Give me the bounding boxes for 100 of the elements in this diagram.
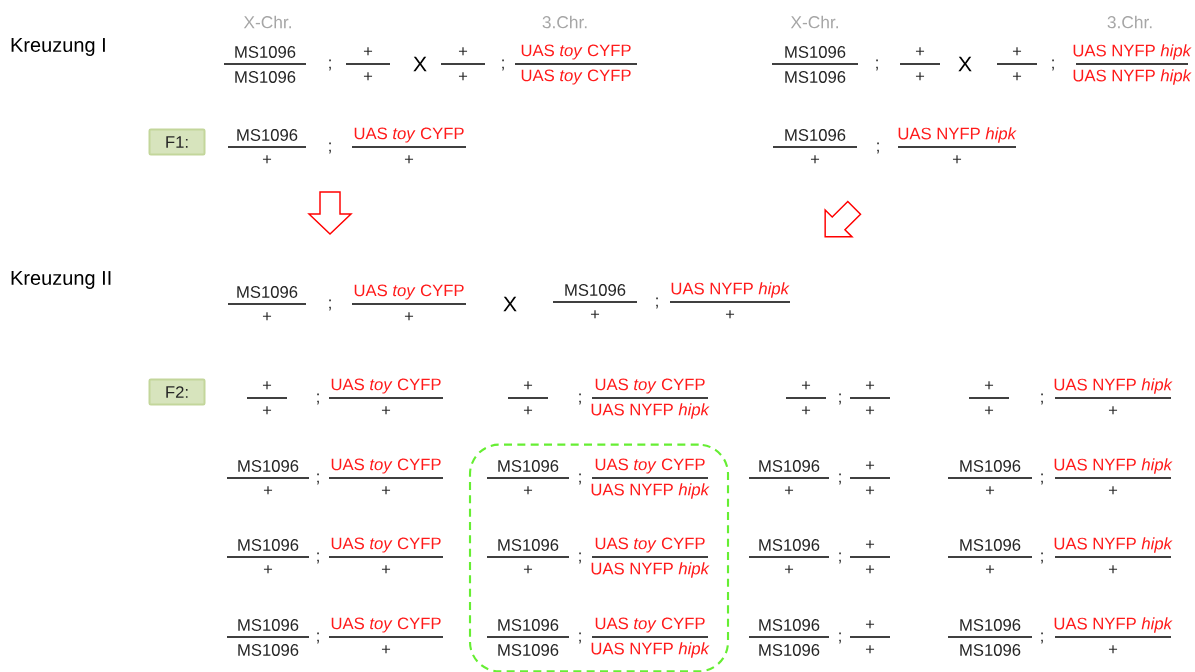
separator-symbol: ; [839, 552, 841, 564]
genotype-text: UAS NYFP hipk [671, 282, 790, 298]
genotype-text: MS1096 [785, 129, 846, 141]
genotype-text: + [363, 72, 373, 81]
highlight-frame [468, 443, 730, 672]
genotype-text: + [523, 486, 533, 495]
genotype-text: + [725, 310, 735, 319]
genotype-text: + [1012, 47, 1022, 56]
separator-symbol: ; [329, 299, 331, 311]
genotype-text: UAS NYFP hipk [1073, 44, 1192, 60]
genotype-text: + [523, 381, 533, 390]
genotype-text: + [263, 486, 273, 495]
genotype-text: + [865, 645, 875, 654]
separator-symbol: ; [839, 632, 841, 644]
genotype-text: UAS NYFP hipk [1054, 378, 1173, 394]
genotype-text: MS1096 [237, 129, 298, 141]
genotype-text: + [985, 486, 995, 495]
genotype-text: UAS NYFP hipk [1054, 537, 1173, 553]
generation-box: F2: [148, 378, 206, 406]
genotype-text: MS1096 [960, 619, 1021, 631]
cross-heading: Kreuzung I [11, 38, 105, 56]
genotype-text: + [915, 47, 925, 56]
genotype-text: + [381, 406, 391, 415]
genotype-text: UAS toy CYFP [595, 617, 705, 633]
genotype-text: + [984, 381, 994, 390]
genotype-text: UAS NYFP hipk [591, 642, 710, 658]
genotype-text: UAS NYFP hipk [1054, 617, 1173, 633]
generation-box: F1: [148, 128, 206, 156]
genotype-text: + [865, 540, 875, 549]
genotype-text: + [985, 565, 995, 574]
genotype-text: + [404, 312, 414, 321]
genotype-text: + [784, 486, 794, 495]
genotype-text: + [1108, 565, 1118, 574]
genotype-text: + [1108, 406, 1118, 415]
genotype-text: + [865, 406, 875, 415]
separator-symbol: ; [579, 393, 581, 405]
genotype-text: MS1096 [960, 539, 1021, 551]
genotype-text: + [810, 155, 820, 164]
separator-symbol: ; [329, 59, 331, 71]
genotype-text: UAS NYFP hipk [591, 483, 710, 499]
genotype-text: + [1108, 645, 1118, 654]
genotype-text: MS1096 [238, 619, 299, 631]
genotype-text: UAS NYFP hipk [898, 127, 1017, 143]
genotype-text: + [404, 155, 414, 164]
genotype-text: + [363, 47, 373, 56]
genotype-text: UAS toy CYFP [521, 69, 631, 85]
separator-symbol: ; [317, 632, 319, 644]
genotype-text: UAS toy CYFP [331, 617, 441, 633]
genotype-text: + [381, 645, 391, 654]
genotype-text: + [262, 381, 272, 390]
genotype-text: MS1096 [498, 539, 559, 551]
genotype-text: + [952, 155, 962, 164]
separator-symbol: ; [317, 552, 319, 564]
separator-symbol: ; [1041, 473, 1043, 485]
genotype-text: UAS toy CYFP [595, 458, 705, 474]
genotype-text: + [381, 565, 391, 574]
cross-symbol: X [413, 56, 427, 72]
genotype-text: + [784, 565, 794, 574]
chromosome-label: 3.Chr. [1107, 15, 1152, 29]
separator-symbol: ; [839, 473, 841, 485]
separator-symbol: ; [876, 59, 878, 71]
genotype-text: MS1096 [960, 460, 1021, 472]
separator-symbol: ; [1041, 632, 1043, 644]
separator-symbol: ; [877, 142, 879, 154]
genotype-text: + [263, 565, 273, 574]
separator-symbol: ; [329, 142, 331, 154]
genotype-text: MS1096 [759, 619, 820, 631]
genotype-text: UAS NYFP hipk [1073, 69, 1192, 85]
genotype-text: + [458, 47, 468, 56]
chromosome-label: X-Chr. [790, 15, 838, 29]
genotype-text: UAS toy CYFP [595, 378, 705, 394]
genotype-text: + [865, 486, 875, 495]
separator-symbol: ; [656, 297, 658, 309]
genotype-text: + [458, 72, 468, 81]
cross-symbol: X [958, 56, 972, 72]
separator-symbol: ; [1041, 552, 1043, 564]
separator-symbol: ; [317, 393, 319, 405]
genotype-text: + [523, 565, 533, 574]
genotype-text: MS1096 [498, 460, 559, 472]
genotype-text: + [865, 620, 875, 629]
genotype-text: UAS NYFP hipk [591, 403, 710, 419]
genotype-text: MS1096 [565, 284, 626, 296]
genotype-text: + [984, 406, 994, 415]
genotype-text: MS1096 [785, 46, 846, 58]
chromosome-label: X-Chr. [243, 15, 291, 29]
genotype-text: UAS NYFP hipk [1054, 458, 1173, 474]
genotype-text: MS1096 [237, 286, 298, 298]
separator-symbol: ; [839, 393, 841, 405]
genotype-text: + [1108, 486, 1118, 495]
genotype-text: MS1096 [235, 46, 296, 58]
separator-symbol: ; [579, 473, 581, 485]
genotype-text: UAS toy CYFP [595, 537, 705, 553]
genotype-text: + [1012, 72, 1022, 81]
genotype-text: + [523, 406, 533, 415]
cross-symbol: X [503, 296, 517, 312]
separator-symbol: ; [317, 473, 319, 485]
genotype-text: UAS toy CYFP [521, 44, 631, 60]
genotype-text: UAS NYFP hipk [591, 562, 710, 578]
genotype-text: + [915, 72, 925, 81]
separator-symbol: ; [1052, 59, 1054, 71]
